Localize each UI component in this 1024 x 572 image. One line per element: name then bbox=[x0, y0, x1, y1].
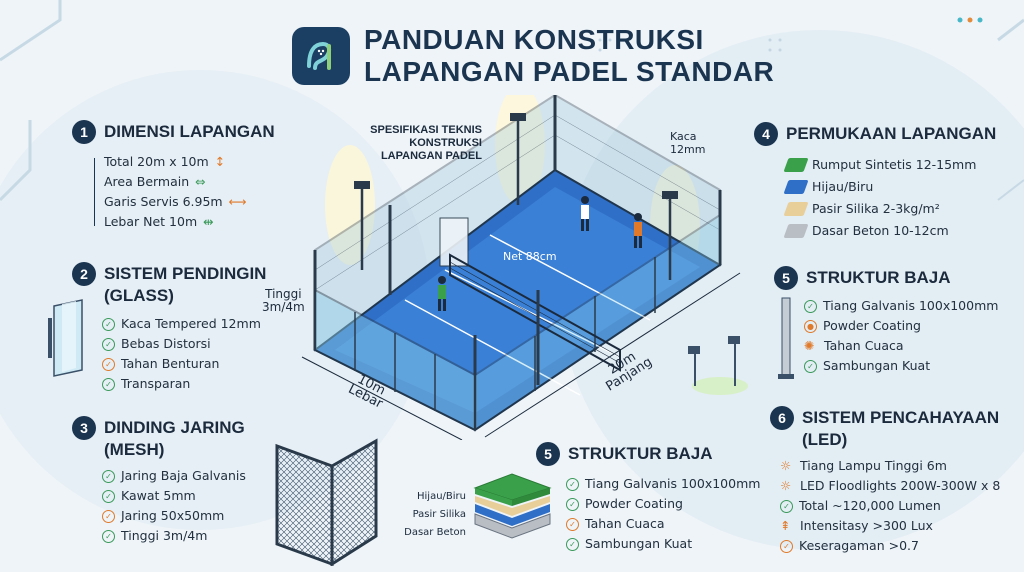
check-icon: ✓ bbox=[102, 489, 115, 503]
check-icon: ✓ bbox=[780, 499, 793, 513]
list-item: ✓Kawat 5mm bbox=[102, 486, 246, 506]
surface-layers-icon bbox=[473, 473, 552, 539]
section-number: 5 bbox=[774, 266, 798, 290]
check-icon: ✓ bbox=[804, 299, 817, 313]
check-icon: ✓ bbox=[102, 317, 115, 331]
check-icon: ✓ bbox=[102, 357, 115, 371]
section-mesh: 3 DINDING JARING (MESH) ✓Jaring Baja Galv… bbox=[72, 416, 246, 546]
section-number: 2 bbox=[72, 262, 96, 286]
vertical-arrow-icon: ↕ bbox=[214, 154, 226, 169]
check-icon: ✓ bbox=[566, 477, 579, 491]
check-icon: ✓ bbox=[102, 509, 115, 523]
steel-post-icon bbox=[778, 297, 794, 379]
list-item: ✓Total ~120,000 Lumen bbox=[780, 496, 1000, 516]
section-steel-structure-bottom: 5 STRUKTUR BAJA ✓Tiang Galvanis 100x100mm… bbox=[536, 442, 760, 554]
horizontal-arrow-icon: ⟷ bbox=[228, 194, 247, 209]
page-title-line-1: PANDUAN KONSTRUKSI bbox=[364, 24, 704, 55]
list-item: ✓Kaca Tempered 12mm bbox=[102, 314, 266, 334]
check-icon: ✓ bbox=[102, 337, 115, 351]
list-item: ✓Jaring 50x50mm bbox=[102, 506, 246, 526]
section-subtitle: (MESH) bbox=[104, 440, 165, 459]
gauge-icon: ⇞ bbox=[780, 518, 791, 533]
check-icon: ✓ bbox=[780, 539, 793, 553]
list-item: ✓Sambungan Kuat bbox=[804, 356, 998, 376]
bulb-icon: ☼ bbox=[780, 458, 792, 473]
section-title: STRUKTUR BAJA bbox=[568, 444, 713, 463]
bulb-icon: ☼ bbox=[780, 478, 792, 493]
list-item: Pasir Silika 2-3kg/m² bbox=[783, 198, 996, 220]
list-item: ✓Tinggi 3m/4m bbox=[102, 526, 246, 546]
list-item: ✓Bebas Distorsi bbox=[102, 334, 266, 354]
check-icon: ✓ bbox=[102, 377, 115, 391]
section-title: PERMUKAAN LAPANGAN bbox=[786, 124, 997, 143]
list-item: ☼LED Floodlights 200W-300W x 8 bbox=[780, 476, 1000, 496]
page-title-line-2: LAPANGAN PADEL STANDAR bbox=[364, 56, 775, 87]
list-item: ✓Tiang Galvanis 100x100mm bbox=[804, 296, 998, 316]
steel-structure-list: ✓Tiang Galvanis 100x100mm ●Powder Coatin… bbox=[804, 296, 998, 376]
section-title: DINDING JARING bbox=[104, 418, 245, 437]
sand-swatch-icon bbox=[783, 202, 809, 216]
list-item: Dasar Beton 10-12cm bbox=[783, 220, 996, 242]
dot-icon: ● bbox=[804, 319, 817, 333]
list-item: ✓Tahan Cuaca bbox=[566, 514, 760, 534]
list-item: ✺Tahan Cuaca bbox=[804, 336, 998, 356]
section-glass: 2 SISTEM PENDINGIN (GLASS) ✓Kaca Tempered… bbox=[72, 262, 266, 394]
section-number: 6 bbox=[770, 406, 794, 430]
section-subtitle: (GLASS) bbox=[104, 286, 174, 305]
section-steel-structure: 5 STRUKTUR BAJA bbox=[774, 266, 951, 290]
list-item: ✓Jaring Baja Galvanis bbox=[102, 466, 246, 486]
horizontal-arrow-icon: ⇹ bbox=[203, 214, 214, 229]
section-title: SISTEM PENDINGIN bbox=[104, 264, 267, 283]
list-item: Lebar Net 10m⇹ bbox=[104, 212, 275, 232]
turf-swatch-icon bbox=[783, 158, 809, 172]
section-number: 5 bbox=[536, 442, 560, 466]
list-item: Total 20m x 10m↕ bbox=[104, 152, 275, 172]
header: PANDUAN KONSTRUKSI LAPANGAN PADEL STANDA… bbox=[292, 24, 774, 88]
section-number: 3 bbox=[72, 416, 96, 440]
glass-thickness-label: Kaca 12mm bbox=[670, 130, 706, 156]
mesh-fence-icon bbox=[275, 438, 378, 566]
list-item: ✓Sambungan Kuat bbox=[566, 534, 760, 554]
list-item: Garis Servis 6.95m⟷ bbox=[104, 192, 275, 212]
list-item: ✓Tiang Galvanis 100x100mm bbox=[566, 474, 760, 494]
horizontal-arrow-icon: ⇔ bbox=[195, 174, 206, 189]
section-lighting: 6 SISTEM PENCAHAYAAN (LED) ☼Tiang Lampu T… bbox=[770, 406, 1000, 556]
list-item: ☼Tiang Lampu Tinggi 6m bbox=[780, 456, 1000, 476]
section-number: 1 bbox=[72, 120, 96, 144]
check-icon: ✓ bbox=[566, 517, 579, 531]
list-item: ●Powder Coating bbox=[804, 316, 998, 336]
list-item: ✓Tahan Benturan bbox=[102, 354, 266, 374]
concrete-swatch-icon bbox=[783, 224, 809, 238]
wall-height-label: Tinggi 3m/4m bbox=[262, 287, 305, 314]
padel-logo-icon bbox=[292, 27, 350, 85]
check-icon: ✓ bbox=[804, 359, 817, 373]
section-title: STRUKTUR BAJA bbox=[806, 268, 951, 287]
blue-swatch-icon bbox=[783, 180, 809, 194]
sun-icon: ✺ bbox=[804, 338, 815, 353]
list-item: ✓Powder Coating bbox=[566, 494, 760, 514]
list-item: ✓Transparan bbox=[102, 374, 266, 394]
court-illustration bbox=[301, 95, 741, 440]
section-dimensions: 1 DIMENSI LAPANGAN Total 20m x 10m↕ Area … bbox=[72, 120, 275, 232]
floodlight-icon bbox=[688, 336, 748, 395]
check-icon: ✓ bbox=[566, 537, 579, 551]
list-item: Rumput Sintetis 12-15mm bbox=[783, 154, 996, 176]
section-title: SISTEM PENCAHAYAAN bbox=[802, 408, 1000, 427]
surface-layer-labels: Hijau/Biru Pasir Silika Dasar Beton bbox=[404, 491, 466, 538]
list-item: ⇞Intensitasy >300 Lux bbox=[780, 516, 1000, 536]
net-height-label: Net 88cm bbox=[503, 250, 557, 263]
section-number: 4 bbox=[754, 122, 778, 146]
section-surface: 4 PERMUKAAN LAPANGAN Rumput Sintetis 12-1… bbox=[754, 122, 996, 242]
section-title: DIMENSI LAPANGAN bbox=[104, 122, 275, 141]
check-icon: ✓ bbox=[566, 497, 579, 511]
list-item: Hijau/Biru bbox=[783, 176, 996, 198]
spec-label: SPESIFIKASI TEKNIS KONSTRUKSI LAPANGAN P… bbox=[370, 124, 482, 162]
section-subtitle: (LED) bbox=[802, 430, 848, 449]
list-item: ✓Keseragaman >0.7 bbox=[780, 536, 1000, 556]
check-icon: ✓ bbox=[102, 529, 115, 543]
list-item: Area Bermain⇔ bbox=[104, 172, 275, 192]
glass-panel-icon bbox=[48, 299, 83, 377]
check-icon: ✓ bbox=[102, 469, 115, 483]
